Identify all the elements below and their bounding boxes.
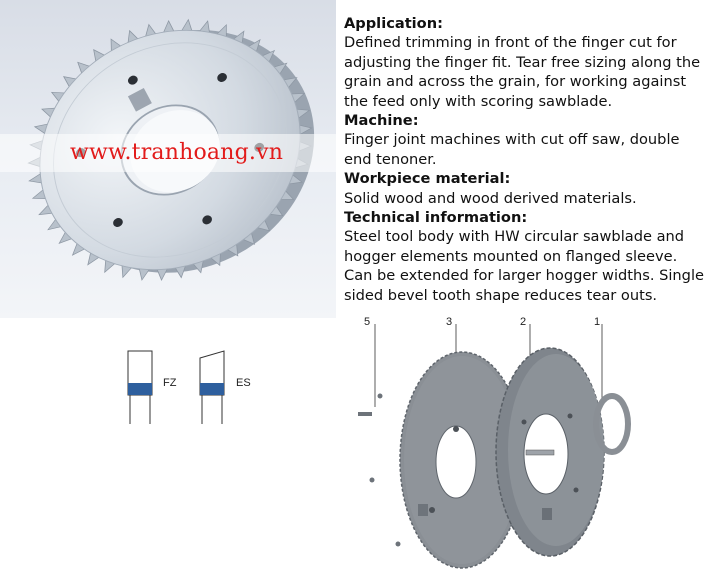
workpiece-body: Solid wood and wood derived materials. bbox=[344, 189, 637, 207]
part-number-3: 3 bbox=[446, 316, 453, 328]
hogger-part-icon bbox=[495, 347, 605, 557]
tooth-profile-diagram bbox=[127, 350, 225, 424]
machine-body: Finger joint machines with cut off saw, … bbox=[344, 131, 680, 168]
part-number-5: 5 bbox=[364, 316, 371, 328]
tooth-profiles: FZ ES bbox=[118, 346, 268, 436]
part-number-1: 1 bbox=[594, 316, 601, 328]
flange-sleeve-icon bbox=[593, 393, 631, 455]
machine-heading: Machine: bbox=[344, 112, 419, 130]
technical-heading: Technical information: bbox=[344, 209, 528, 227]
application-body: Defined trimming in front of the finger … bbox=[344, 34, 701, 110]
pin-icon bbox=[525, 449, 555, 456]
watermark-text: www.tranhoang.vn bbox=[70, 140, 284, 165]
product-photo: www.tranhoang.vn bbox=[0, 0, 336, 318]
sawblade-part-icon bbox=[399, 351, 525, 569]
part-number-2: 2 bbox=[520, 316, 527, 328]
watermark-band bbox=[0, 134, 336, 172]
es-profile-icon bbox=[199, 350, 225, 424]
bolt-icon bbox=[358, 412, 372, 416]
technical-body: Steel tool body with HW circular sawblad… bbox=[344, 228, 704, 304]
exploded-view-diagram bbox=[358, 324, 631, 569]
es-label: ES bbox=[236, 377, 251, 389]
workpiece-heading: Workpiece material: bbox=[344, 170, 511, 188]
exploded-view: 5 3 2 1 bbox=[350, 312, 706, 570]
product-description: Application: Defined trimming in front o… bbox=[344, 14, 706, 305]
fz-profile-icon bbox=[127, 350, 153, 424]
fz-label: FZ bbox=[163, 377, 177, 389]
application-heading: Application: bbox=[344, 15, 443, 32]
